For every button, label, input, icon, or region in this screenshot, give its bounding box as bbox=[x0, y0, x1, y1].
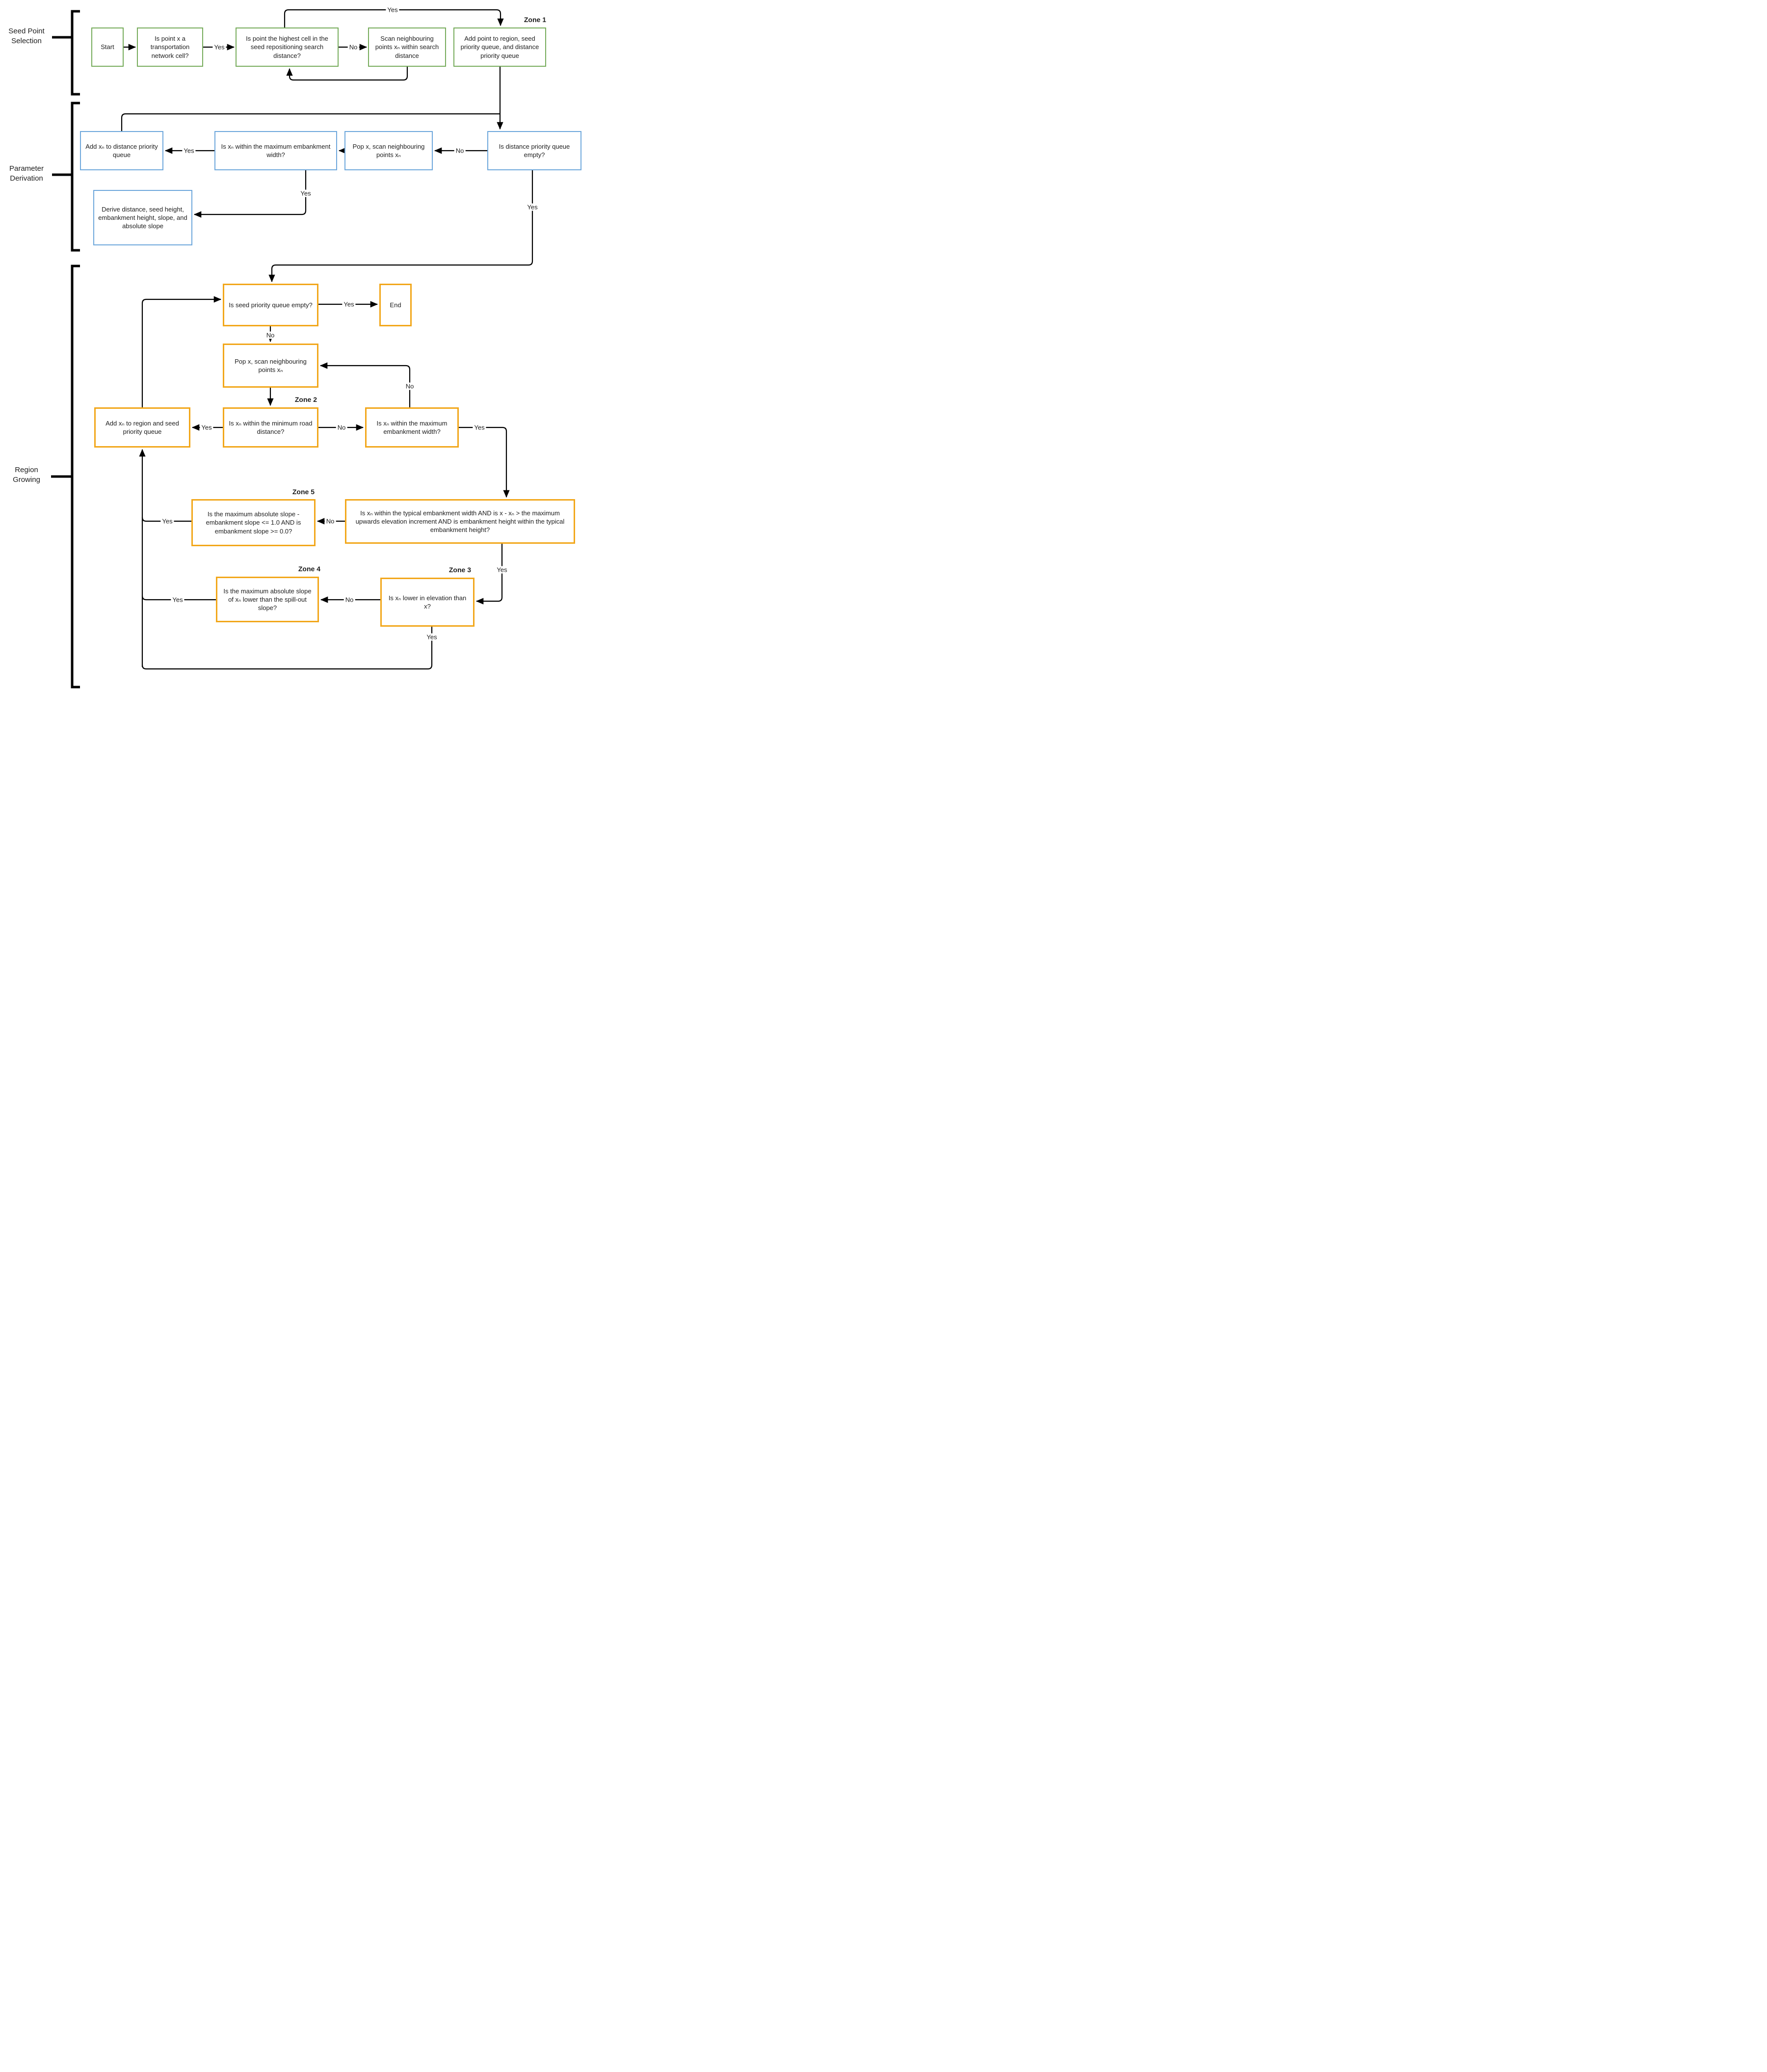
zone3-label: Zone 3 bbox=[448, 566, 471, 574]
edge-label-yes: Yes bbox=[495, 566, 509, 574]
edge-label-yes: Yes bbox=[526, 203, 539, 211]
edge-label-no: No bbox=[324, 517, 336, 525]
node-zone3-lower-elevation: Is xₙ lower in elevation than x? bbox=[380, 578, 475, 627]
flowchart-canvas: Seed Point Selection Parameter Derivatio… bbox=[0, 0, 589, 691]
edge-label-no: No bbox=[347, 43, 359, 51]
node-highest-cell-label: Is point the highest cell in the seed re… bbox=[246, 35, 328, 59]
edge-label-yes: Yes bbox=[171, 596, 185, 604]
node-zone1-add-label: Add point to region, seed priority queue… bbox=[460, 35, 539, 59]
node-zone1-add-point: Add point to region, seed priority queue… bbox=[453, 27, 546, 67]
zone4-label: Zone 4 bbox=[298, 565, 320, 573]
node-pop-x-orange-label: Pop x, scan neighbouring points xₙ bbox=[235, 357, 307, 373]
node-distance-queue-empty-label: Is distance priority queue empty? bbox=[499, 142, 570, 159]
node-add-xn-region: Add xₙ to region and seed priority queue bbox=[94, 407, 190, 448]
edge-maxemborange-yes bbox=[459, 426, 510, 498]
node-zone5-slope-label: Is the maximum absolute slope - embankme… bbox=[206, 510, 301, 535]
edge-maxemborange-no-loop bbox=[319, 362, 411, 407]
node-distance-queue-empty: Is distance priority queue empty? bbox=[487, 131, 581, 170]
edge-label-yes: Yes bbox=[200, 424, 213, 431]
node-pop-x-scan-orange: Pop x, scan neighbouring points xₙ bbox=[223, 344, 318, 388]
node-end-label: End bbox=[390, 301, 401, 309]
edge-label-no: No bbox=[404, 382, 416, 390]
node-max-embankment-blue-label: Is xₙ within the maximum embankment widt… bbox=[221, 142, 331, 159]
node-zone2-min-road-label: Is xₙ within the minimum road distance? bbox=[229, 419, 313, 435]
edge-label-no: No bbox=[264, 331, 276, 339]
node-transport-cell-label: Is point x a transportation network cell… bbox=[150, 35, 190, 59]
node-end: End bbox=[379, 284, 412, 326]
bracket-region-growing bbox=[71, 265, 80, 689]
section-label-parameter-derivation: Parameter Derivation bbox=[9, 164, 44, 183]
edge-bigbox-yes-zone3 bbox=[475, 544, 503, 605]
section-label-region-growing: Region Growing bbox=[13, 466, 40, 484]
node-typical-embankment-label: Is xₙ within the typical embankment widt… bbox=[355, 509, 565, 534]
node-pop-x-scan-blue: Pop x, scan neighbouring points xₙ bbox=[344, 131, 433, 170]
edge-label-yes: Yes bbox=[182, 147, 196, 155]
node-max-embankment-width-blue: Is xₙ within the maximum embankment widt… bbox=[214, 131, 337, 170]
zone5-label: Zone 5 bbox=[292, 488, 315, 496]
section-label-seed-point-selection: Seed Point Selection bbox=[8, 27, 45, 46]
edge-label-yes: Yes bbox=[160, 517, 174, 525]
node-scan-search-label: Scan neighbouring points xₙ within searc… bbox=[375, 35, 439, 59]
edge-label-no: No bbox=[454, 147, 466, 155]
node-add-xn-distance-label: Add xₙ to distance priority queue bbox=[85, 142, 158, 159]
node-zone4-spill-out: Is the maximum absolute slope of xₙ lowe… bbox=[216, 577, 319, 622]
node-pop-x-blue-label: Pop x, scan neighbouring points xₙ bbox=[352, 142, 425, 159]
node-add-xn-distance-queue: Add xₙ to distance priority queue bbox=[80, 131, 163, 170]
node-derive-parameters-label: Derive distance, seed height, embankment… bbox=[98, 205, 187, 230]
node-zone2-min-road-distance: Is xₙ within the minimum road distance? bbox=[223, 407, 318, 448]
node-zone3-lower-label: Is xₙ lower in elevation than x? bbox=[388, 594, 467, 610]
edge-distempty-yes-long bbox=[268, 170, 533, 283]
zone1-label: Zone 1 bbox=[524, 16, 546, 24]
bracket-parameter-derivation bbox=[71, 102, 80, 252]
node-typical-embankment-condition: Is xₙ within the typical embankment widt… bbox=[345, 499, 575, 544]
node-seed-queue-empty-label: Is seed priority queue empty? bbox=[229, 301, 313, 309]
edge-label-yes: Yes bbox=[425, 633, 439, 641]
node-max-embankment-width-orange: Is xₙ within the maximum embankment widt… bbox=[365, 407, 459, 448]
edge-label-no: No bbox=[336, 424, 347, 431]
node-zone5-slope-condition: Is the maximum absolute slope - embankme… bbox=[191, 499, 316, 546]
edge-scan-back-loop bbox=[286, 67, 408, 81]
edge-zone3-yes-bottom-loop bbox=[141, 627, 433, 670]
zone2-label: Zone 2 bbox=[294, 396, 317, 403]
edge-label-yes: Yes bbox=[473, 424, 486, 431]
node-start: Start bbox=[91, 27, 124, 67]
edge-maxembblue-yes-derive bbox=[193, 170, 307, 218]
edge-adddist-loop-back bbox=[121, 113, 500, 131]
edge-addregion-to-seedempty bbox=[141, 296, 222, 407]
edge-label-yes: Yes bbox=[212, 43, 226, 51]
node-transport-cell-question: Is point x a transportation network cell… bbox=[137, 27, 203, 67]
node-zone4-spill-out-label: Is the maximum absolute slope of xₙ lowe… bbox=[223, 587, 312, 612]
node-highest-cell-question: Is point the highest cell in the seed re… bbox=[236, 27, 339, 67]
node-derive-parameters: Derive distance, seed height, embankment… bbox=[93, 190, 192, 245]
node-start-label: Start bbox=[101, 43, 114, 51]
node-max-embankment-orange-label: Is xₙ within the maximum embankment widt… bbox=[376, 419, 448, 435]
edge-label-yes: Yes bbox=[386, 6, 399, 14]
node-seed-queue-empty: Is seed priority queue empty? bbox=[223, 284, 318, 326]
edge-label-yes: Yes bbox=[299, 189, 313, 197]
node-add-xn-region-label: Add xₙ to region and seed priority queue bbox=[105, 419, 179, 435]
edge-label-no: No bbox=[343, 596, 355, 604]
bracket-seed-point-selection bbox=[71, 10, 80, 96]
edge-label-yes: Yes bbox=[342, 300, 356, 308]
node-scan-search-distance: Scan neighbouring points xₙ within searc… bbox=[368, 27, 446, 67]
